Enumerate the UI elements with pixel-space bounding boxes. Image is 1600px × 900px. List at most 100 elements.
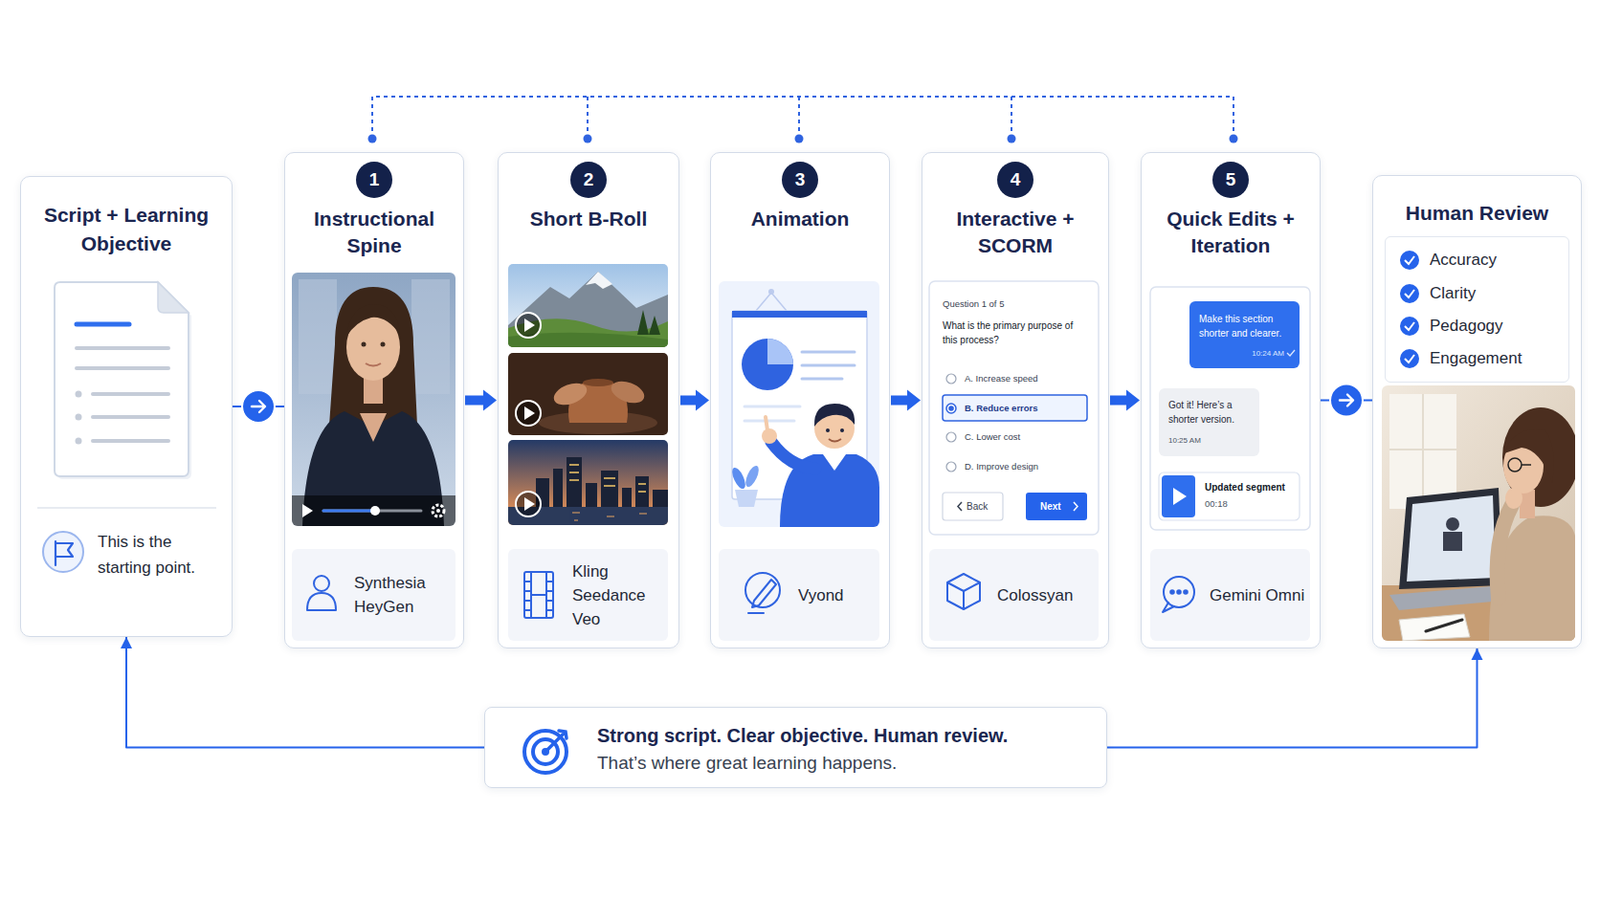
broll-city-part — [535, 457, 668, 508]
ui-label: Updated segment — [1204, 481, 1297, 495]
tool-panel-fills-part — [929, 549, 1099, 642]
reviewer-photo-part — [1504, 429, 1555, 484]
dashed-bracket-part — [1229, 134, 1239, 144]
ui-label: 10:25 AM — [1168, 435, 1226, 446]
reviewer-photo-part — [1389, 394, 1457, 510]
chat-screen-part — [1150, 287, 1311, 531]
quiz-screen-part — [946, 432, 956, 443]
flow-arrow — [680, 390, 710, 412]
box-text: Interactive + SCORM — [930, 205, 1101, 260]
broll-mountain — [508, 264, 668, 348]
quiz-screen-part — [948, 405, 955, 412]
presenter-video-part — [359, 413, 387, 443]
step-number: 1 — [355, 161, 393, 199]
box-heading: Script + Learning Objective — [30, 200, 223, 259]
ui-label: 10:24 AM — [1232, 348, 1285, 359]
broll-pottery-part — [608, 377, 648, 407]
tool-icons-part — [1170, 590, 1175, 595]
broll-mountain-part — [637, 310, 661, 335]
broll-pottery — [508, 353, 668, 436]
reviewer-photo-part — [1443, 532, 1463, 552]
ui-label: 00:18 — [1204, 497, 1244, 512]
tool-panel: Colossyan — [929, 549, 1099, 642]
check-icons-part — [1400, 250, 1420, 270]
divider-line — [37, 507, 217, 510]
tool-panel-fills-part — [718, 549, 880, 642]
presenter-video-part — [380, 342, 386, 348]
animation-scene-part — [825, 428, 830, 433]
broll-city-part — [524, 497, 535, 512]
quiz-screen-part — [946, 374, 956, 384]
presenter-video-part — [346, 304, 400, 337]
animation-scene-part — [822, 454, 846, 471]
arrow-glyph — [251, 400, 266, 413]
broll-pottery-part — [524, 406, 535, 421]
arrow-glyph — [1339, 395, 1354, 407]
broll-mountain-part — [508, 271, 668, 348]
ui-label: Next — [1040, 499, 1071, 514]
document-icon-part — [75, 414, 83, 422]
animation-scene-part — [765, 417, 768, 431]
block-arrow — [465, 390, 497, 412]
tool-icons-part — [524, 572, 554, 619]
tool-panel-fills-part — [291, 549, 456, 642]
tool-panel: Synthesia HeyGen — [291, 549, 456, 642]
animation-scene-part — [734, 489, 758, 508]
presenter-video — [291, 272, 456, 527]
checklist-panel: AccuracyClarityPedagogyEngagement — [1384, 236, 1570, 383]
box-text: Pedagogy — [1429, 315, 1504, 337]
arrow-circle — [1330, 384, 1363, 418]
broll-pottery-part — [551, 378, 591, 409]
ui-label: D. Improve design — [964, 460, 1085, 474]
target-icon — [524, 731, 567, 774]
step-card: 3AnimationVyond — [710, 152, 890, 649]
animation-scene-part — [755, 292, 787, 312]
reviewer-photo-part — [1425, 620, 1463, 632]
quiz-screen-part — [1025, 492, 1088, 521]
document-icon — [54, 282, 192, 480]
broll-pottery-part — [515, 400, 541, 426]
ui-label: Make this section shorter and clearer. — [1199, 311, 1295, 341]
document-icon-part — [157, 282, 189, 313]
box-heading: Human Review — [1378, 199, 1576, 228]
presenter-video-part — [411, 279, 450, 395]
flow-arrow — [1320, 384, 1373, 418]
tool-icons-part — [1177, 590, 1181, 595]
quiz-screen-part — [942, 395, 1088, 422]
block-arrow — [890, 390, 921, 412]
document-icon-part — [76, 348, 169, 442]
animation-scene-part — [767, 338, 794, 365]
presenter-video-part — [436, 509, 441, 513]
tool-icons-part — [313, 576, 330, 592]
box-heading: Vyond — [798, 583, 845, 608]
chat-screen-part — [1287, 350, 1295, 356]
broll-city-part — [572, 512, 647, 521]
reviewer-photo-part — [1399, 488, 1503, 590]
presenter-video-part — [298, 279, 337, 395]
presenter-video-part — [302, 504, 313, 518]
box-text: This is the starting point. — [97, 529, 223, 581]
presenter-video-part — [329, 287, 418, 426]
box-heading: Strong script. Clear objective. Human re… — [597, 723, 1100, 749]
box-text: That’s where great learning happens. — [597, 751, 1100, 777]
ui-label: Back — [966, 499, 1000, 514]
check-icons-part — [1404, 355, 1415, 363]
check-icons — [1400, 250, 1420, 369]
tool-panel: Vyond — [718, 549, 880, 642]
reviewer-photo-part — [1521, 464, 1532, 467]
review-card: Human ReviewAccuracyClarityPedagogyEngag… — [1372, 175, 1582, 649]
box-text: Short B-Roll — [503, 205, 674, 233]
chat-screen-part — [1158, 472, 1300, 521]
flag-icon — [43, 532, 84, 573]
broll-mountain-part — [524, 318, 535, 333]
block-arrow — [1110, 390, 1140, 412]
broll-mountain-part — [508, 264, 668, 348]
animation-scene-part — [771, 442, 816, 469]
flow-arrow — [1107, 648, 1484, 749]
ui-label: C. Lower cost — [964, 430, 1085, 445]
flow-arrow — [232, 390, 285, 423]
target-icon-part — [524, 731, 567, 774]
animation-scene-part — [840, 428, 845, 433]
